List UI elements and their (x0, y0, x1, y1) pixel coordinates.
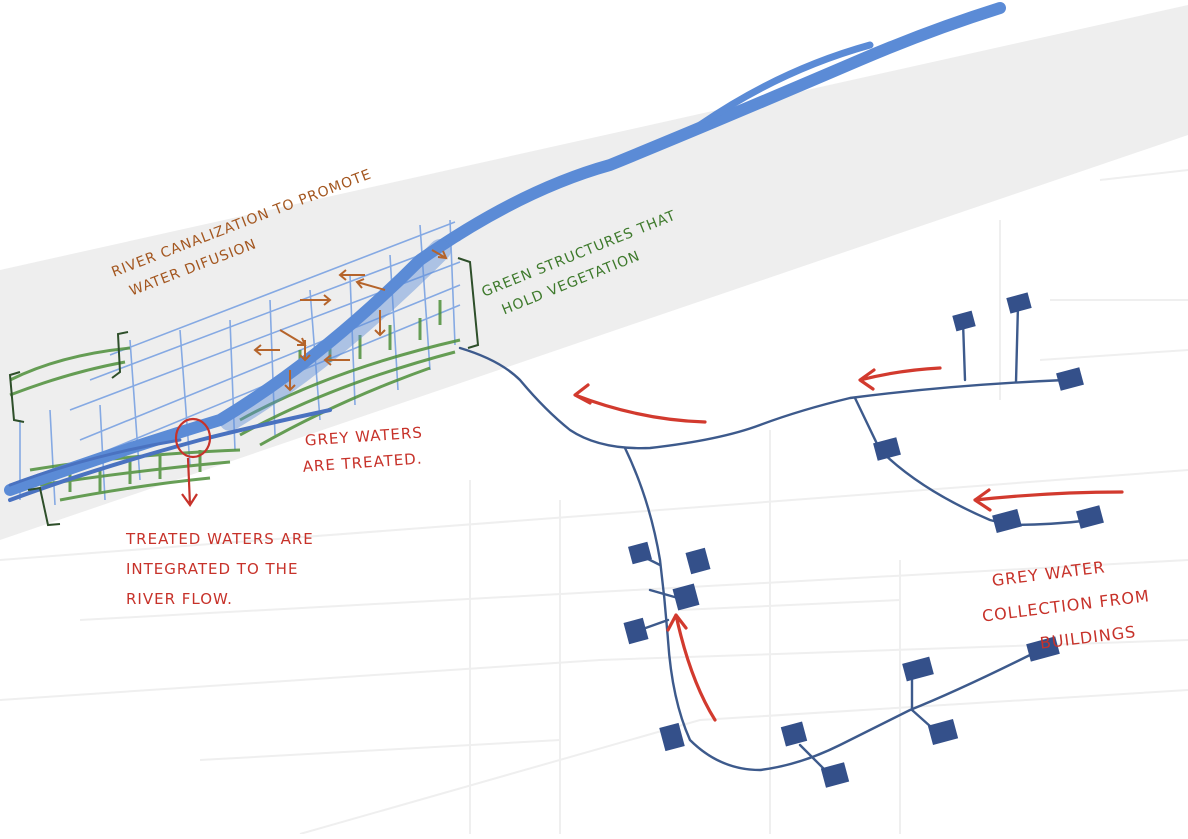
building-mark (992, 508, 1022, 534)
flow-arrows (573, 366, 1124, 722)
label-grey-water-collection: GREY WATER COLLECTION FROM BUILDINGS (976, 545, 1156, 667)
label-treated-waters: TREATED WATERS ARE INTEGRATED TO THE RIV… (126, 524, 314, 614)
building-mark (659, 722, 685, 752)
building-mark (1056, 367, 1084, 391)
building-mark (1076, 505, 1104, 529)
label-grey-waters-treated: GREY WATERS ARE TREATED. (300, 419, 425, 479)
main-river (4, 2, 1006, 502)
flow-arrow (858, 366, 942, 391)
treatment-point-marker (174, 417, 212, 507)
building-mark (685, 547, 711, 575)
flow-arrow (666, 613, 717, 722)
flow-arrow (573, 383, 707, 424)
building-mark (927, 718, 959, 746)
building-mark (952, 310, 976, 332)
building-mark (902, 656, 934, 682)
diffusion-arrows (253, 249, 448, 392)
grey-water-pipe-network (458, 303, 1094, 777)
building-mark (780, 721, 808, 747)
building-mark (820, 762, 850, 788)
bracket-marks (8, 257, 480, 527)
building-marks (623, 292, 1104, 788)
building-mark (672, 583, 700, 611)
building-mark (623, 617, 649, 645)
building-mark (1026, 636, 1060, 662)
label-line: RIVER FLOW. (126, 590, 233, 608)
flow-arrow (973, 488, 1124, 512)
building-mark (1006, 292, 1032, 314)
label-line: INTEGRATED TO THE (126, 560, 299, 578)
building-mark (873, 437, 901, 461)
label-line: TREATED WATERS ARE (126, 530, 314, 548)
building-mark (628, 541, 652, 565)
